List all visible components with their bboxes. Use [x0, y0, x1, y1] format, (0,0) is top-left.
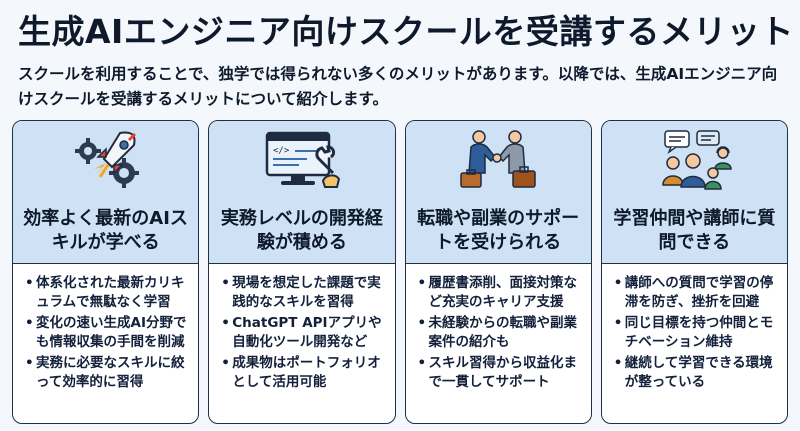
card-body: 現場を想定した課題で実践的なスキルを習得 ChatGPT APIアプリや自動化ツ…: [209, 264, 394, 423]
bullet-item: 現場を想定した課題で実践的なスキルを習得: [221, 274, 384, 312]
card-header: 効率よく最新のAIスキルが学べる: [13, 121, 199, 264]
bullet-item: 継続して学習できる環境が整っている: [614, 354, 777, 392]
bullet-list: 講師への質問で学習の停滞を防ぎ、挫折を回避 同じ目標を持つ仲間とモチベーション維…: [614, 274, 777, 392]
card-title: 転職や副業のサポートを受けられる: [417, 208, 580, 253]
card-body: 体系化された最新カリキュラムで無駄なく学習 変化の速い生成AI分野でも情報収集の…: [13, 264, 198, 423]
benefit-card-ai-skills: 効率よく最新のAIスキルが学べる 体系化された最新カリキュラムで無駄なく学習 変…: [12, 120, 200, 424]
bullet-item: 成果物はポートフォリオとして活用可能: [221, 354, 384, 392]
bullet-item: スキル習得から収益化まで一貫してサポート: [418, 354, 581, 392]
card-header: 学習仲間や講師に質問できる: [601, 121, 787, 264]
bullet-item: 履歴書添削、面接対策など充実のキャリア支援: [418, 274, 581, 312]
bullet-list: 現場を想定した課題で実践的なスキルを習得 ChatGPT APIアプリや自動化ツ…: [221, 274, 384, 392]
group-chat-icon: [649, 129, 739, 191]
svg-text:</>: </>: [273, 146, 290, 156]
monitor-code-wrench-icon: </>: [257, 129, 347, 191]
card-body: 講師への質問で学習の停滞を防ぎ、挫折を回避 同じ目標を持つ仲間とモチベーション維…: [602, 264, 787, 423]
benefit-card-career-support: 転職や副業のサポートを受けられる 履歴書添削、面接対策など充実のキャリア支援 未…: [404, 120, 592, 424]
card-title: 実務レベルの開発経験が積める: [220, 208, 383, 253]
bullet-list: 履歴書添削、面接対策など充実のキャリア支援 未経験からの転職や副業案件の紹介も …: [418, 274, 581, 392]
benefit-cards: 効率よく最新のAIスキルが学べる 体系化された最新カリキュラムで無駄なく学習 変…: [12, 120, 788, 424]
card-title: 学習仲間や講師に質問できる: [613, 208, 776, 253]
card-title: 効率よく最新のAIスキルが学べる: [23, 208, 188, 253]
bullet-list: 体系化された最新カリキュラムで無駄なく学習 変化の速い生成AI分野でも情報収集の…: [25, 274, 188, 392]
bullet-item: 実務に必要なスキルに絞って効率的に習得: [25, 354, 188, 392]
bullet-item: 同じ目標を持つ仲間とモチベーション維持: [614, 314, 777, 352]
bullet-item: ChatGPT APIアプリや自動化ツール開発など: [221, 314, 384, 352]
bullet-item: 体系化された最新カリキュラムで無駄なく学習: [25, 274, 188, 312]
rocket-gears-icon: [61, 129, 151, 191]
handshake-briefcase-icon: [453, 129, 543, 191]
benefit-card-dev-experience: </> 実務レベルの開発経験が積める 現場を想定した課題で実践的な: [208, 120, 396, 424]
bullet-item: 未経験からの転職や副業案件の紹介も: [418, 314, 581, 352]
intro-text: スクールを利用することで、独学では得られない多くのメリットがあります。以降では、…: [18, 65, 778, 108]
benefit-card-peer-support: 学習仲間や講師に質問できる 講師への質問で学習の停滞を防ぎ、挫折を回避 同じ目標…: [600, 120, 788, 424]
card-header: </> 実務レベルの開発経験が積める: [209, 121, 395, 264]
bullet-item: 講師への質問で学習の停滞を防ぎ、挫折を回避: [614, 274, 777, 312]
card-body: 履歴書添削、面接対策など充実のキャリア支援 未経験からの転職や副業案件の紹介も …: [406, 264, 591, 423]
bullet-item: 変化の速い生成AI分野でも情報収集の手間を削減: [25, 314, 188, 352]
card-header: 転職や副業のサポートを受けられる: [405, 121, 591, 264]
page-title: 生成AIエンジニア向けスクールを受講するメリット: [18, 12, 794, 51]
